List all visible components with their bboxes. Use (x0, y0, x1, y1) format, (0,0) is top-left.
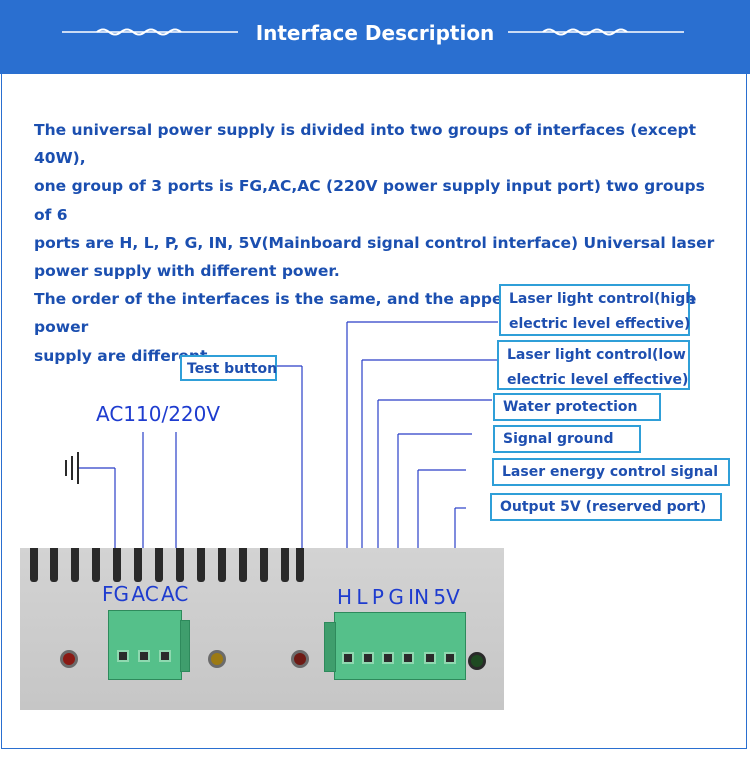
decorative-wave-left (62, 28, 238, 36)
intro-line: The universal power supply is divided in… (34, 121, 697, 168)
ac-voltage-label: AC110/220V (96, 402, 221, 426)
wp-indicator-led (208, 650, 226, 668)
signal-pin-labels: H L P G IN 5V (337, 585, 460, 609)
page-title: Interface Description (240, 0, 510, 66)
power-indicator-led (468, 652, 486, 670)
label-line: Laser light control(high (509, 291, 696, 307)
output-5v-label: Output 5V (reserved port) (490, 493, 722, 521)
water-protection-label: Water protection (493, 393, 661, 421)
power-pin-labels: FG AC AC (102, 582, 189, 606)
label-line: electric level effective) (509, 316, 691, 332)
intro-line: ports are H, L, P, G, IN, 5V(Mainboard s… (34, 233, 715, 252)
power-terminal-block (108, 610, 182, 680)
label-line: Laser light control(low (507, 347, 686, 363)
intro-line: one group of 3 ports is FG,AC,AC (220V p… (34, 177, 705, 224)
signal-terminal-block (334, 612, 466, 680)
test-button-label: Test button (180, 355, 277, 381)
decorative-wave-right (508, 28, 684, 36)
content-frame (1, 74, 747, 749)
signal-terminal-latch (324, 622, 336, 672)
signal-ground-label: Signal ground (493, 425, 641, 453)
laser-low-label: Laser light control(low electric level e… (497, 340, 690, 390)
intro-line: power supply with different power. (34, 262, 340, 281)
ground-icon (65, 452, 79, 484)
laser-indicator-led (60, 650, 78, 668)
power-supply-panel (20, 548, 504, 710)
energy-control-label: Laser energy control signal (492, 458, 730, 486)
power-terminal-latch (180, 620, 190, 672)
laser-high-label: Laser light control(high electric level … (499, 284, 696, 336)
test-button[interactable] (291, 650, 309, 668)
intro-line: supply are different. (34, 346, 214, 365)
label-line: electric level effective) (507, 372, 689, 388)
